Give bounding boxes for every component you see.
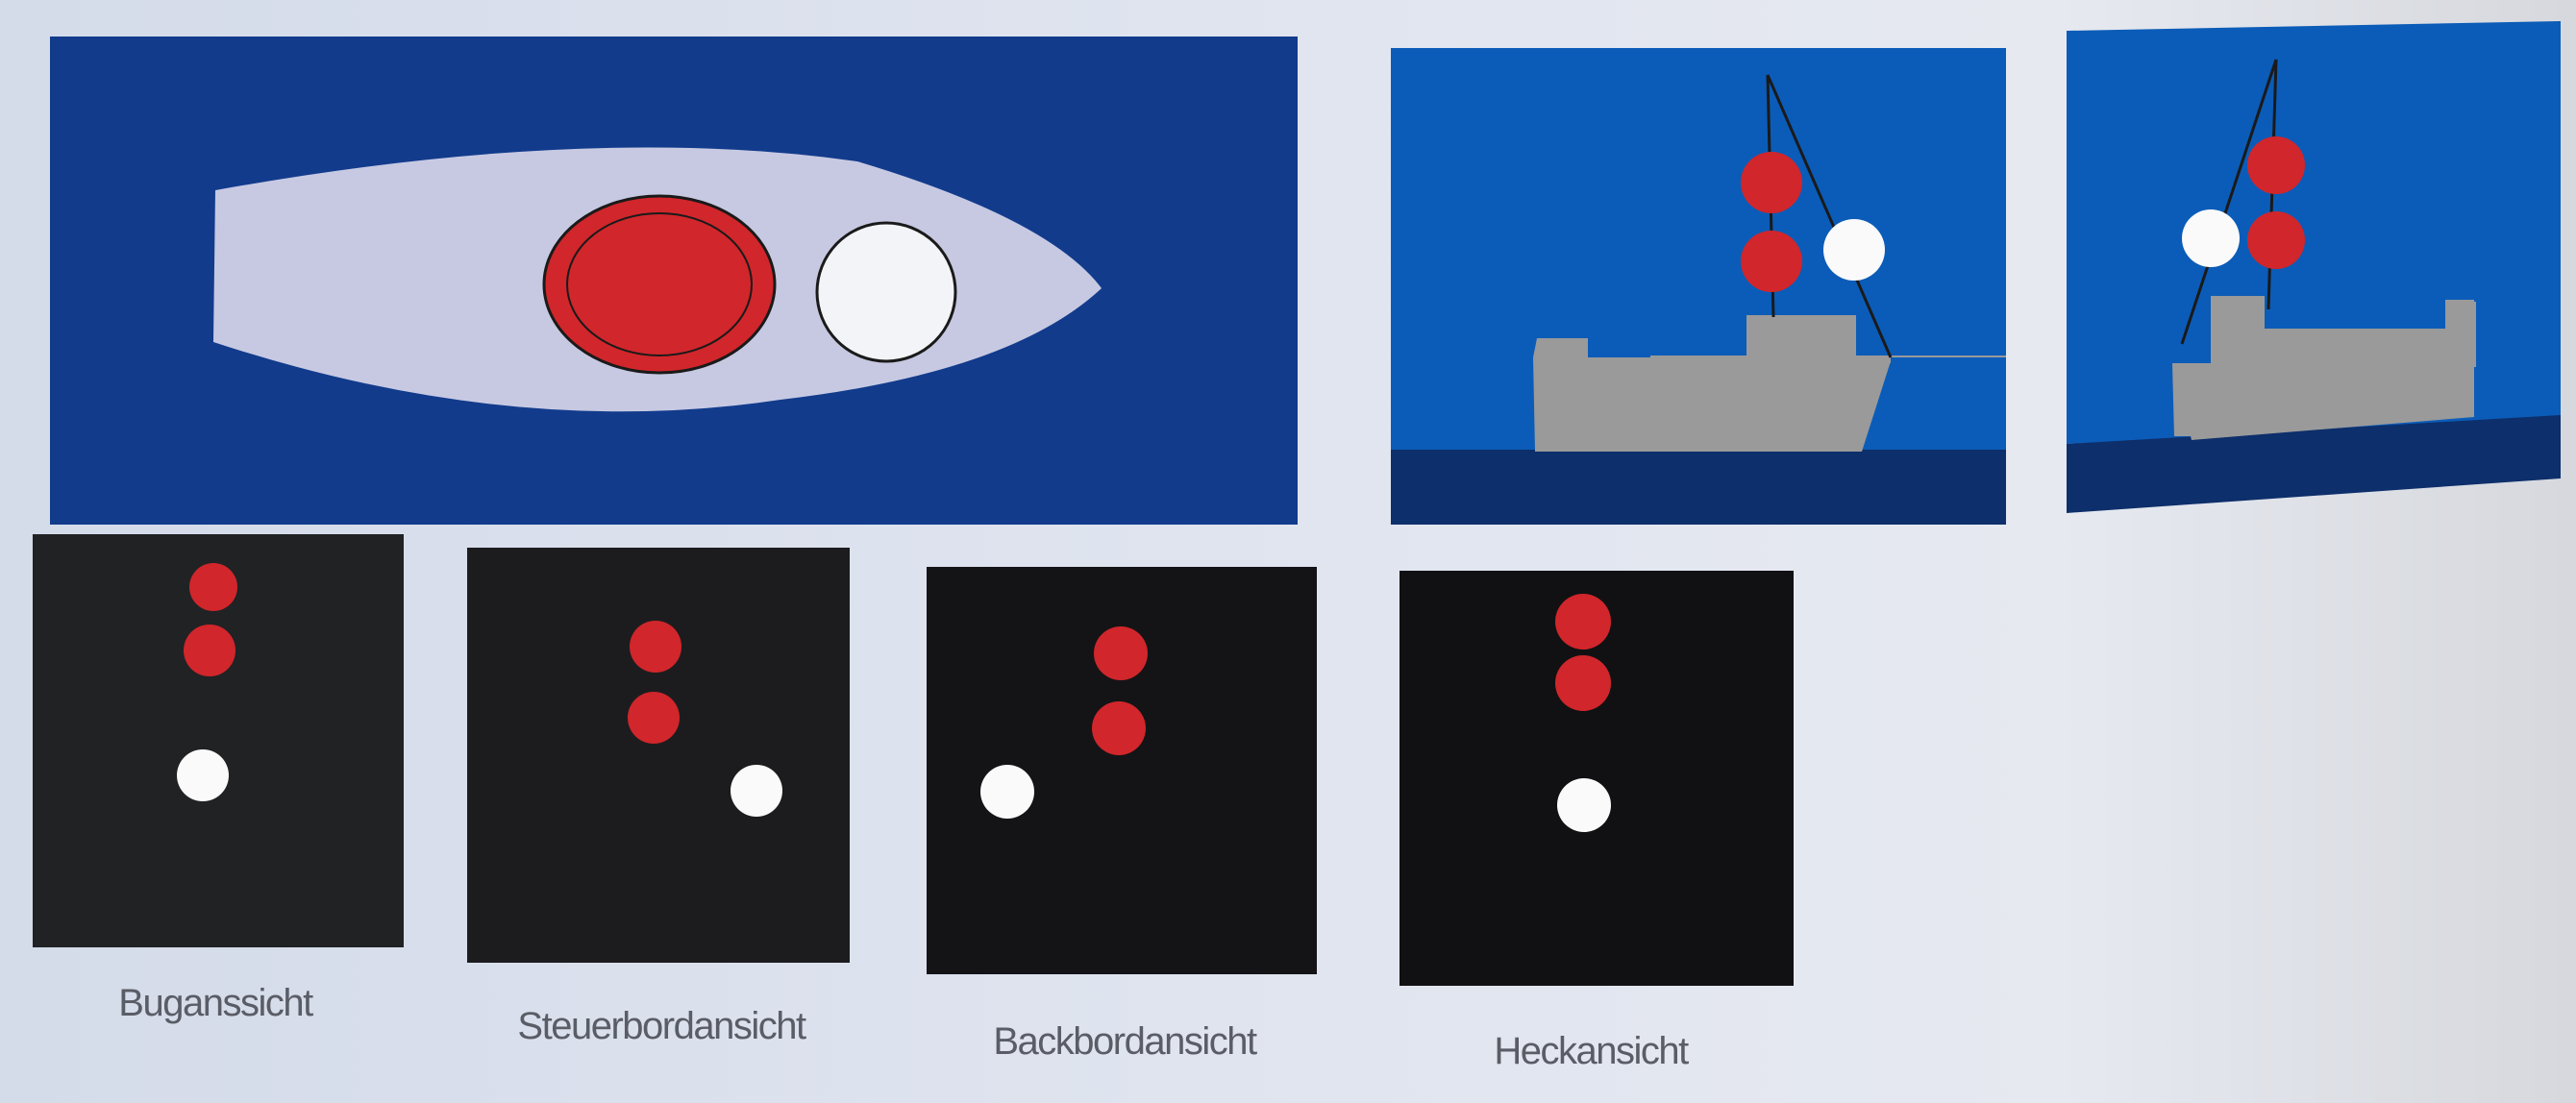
lower-red-light [2247,211,2305,269]
white-light [731,765,782,817]
night-view-bow [33,534,404,947]
lower-red-light [628,692,680,744]
upper-red-light [1741,152,1802,213]
sea [1391,450,2006,525]
ship-hull-body [2174,365,2474,440]
upper-red-light [189,563,237,611]
side-view-panel-1 [1391,48,2006,525]
stay-line [2180,59,2278,345]
upper-red-light [1555,594,1611,650]
white-light [2182,209,2240,267]
night-view-stern [1399,571,1794,986]
night-view-port [927,567,1317,974]
white-light [1557,778,1611,832]
white-light-top-view [815,221,957,363]
upper-red-light [630,621,681,673]
lower-red-light [1092,701,1146,755]
stay-line [1766,74,1893,358]
ship-bow-post [2445,300,2474,367]
red-light-top-view [542,194,777,375]
upper-red-light [1094,626,1148,680]
sea [2067,415,2561,513]
caption-bow-view: Buganssicht [118,982,313,1024]
white-light [177,749,229,801]
night-view-starboard [467,548,850,963]
caption-starboard-view: Steuerbordansicht [517,1005,806,1047]
caption-port-view: Backbordansicht [993,1020,1257,1063]
lower-red-light [1741,231,1802,292]
lower-red-light [1555,655,1611,711]
caption-stern-view: Heckansicht [1494,1030,1689,1072]
ship-deckhouse [1746,315,1856,359]
ship-hull-body [1535,361,1891,452]
upper-red-light [2247,136,2305,194]
ship-deckhouse [2211,296,2265,334]
red-light-inner-ring [566,212,753,356]
top-view-panel [50,37,1298,525]
white-light [1823,219,1885,281]
lower-red-light [184,625,235,676]
white-light [980,765,1034,819]
ship-deckhouse [2211,329,2472,367]
side-view-panel-2 [2067,21,2561,513]
